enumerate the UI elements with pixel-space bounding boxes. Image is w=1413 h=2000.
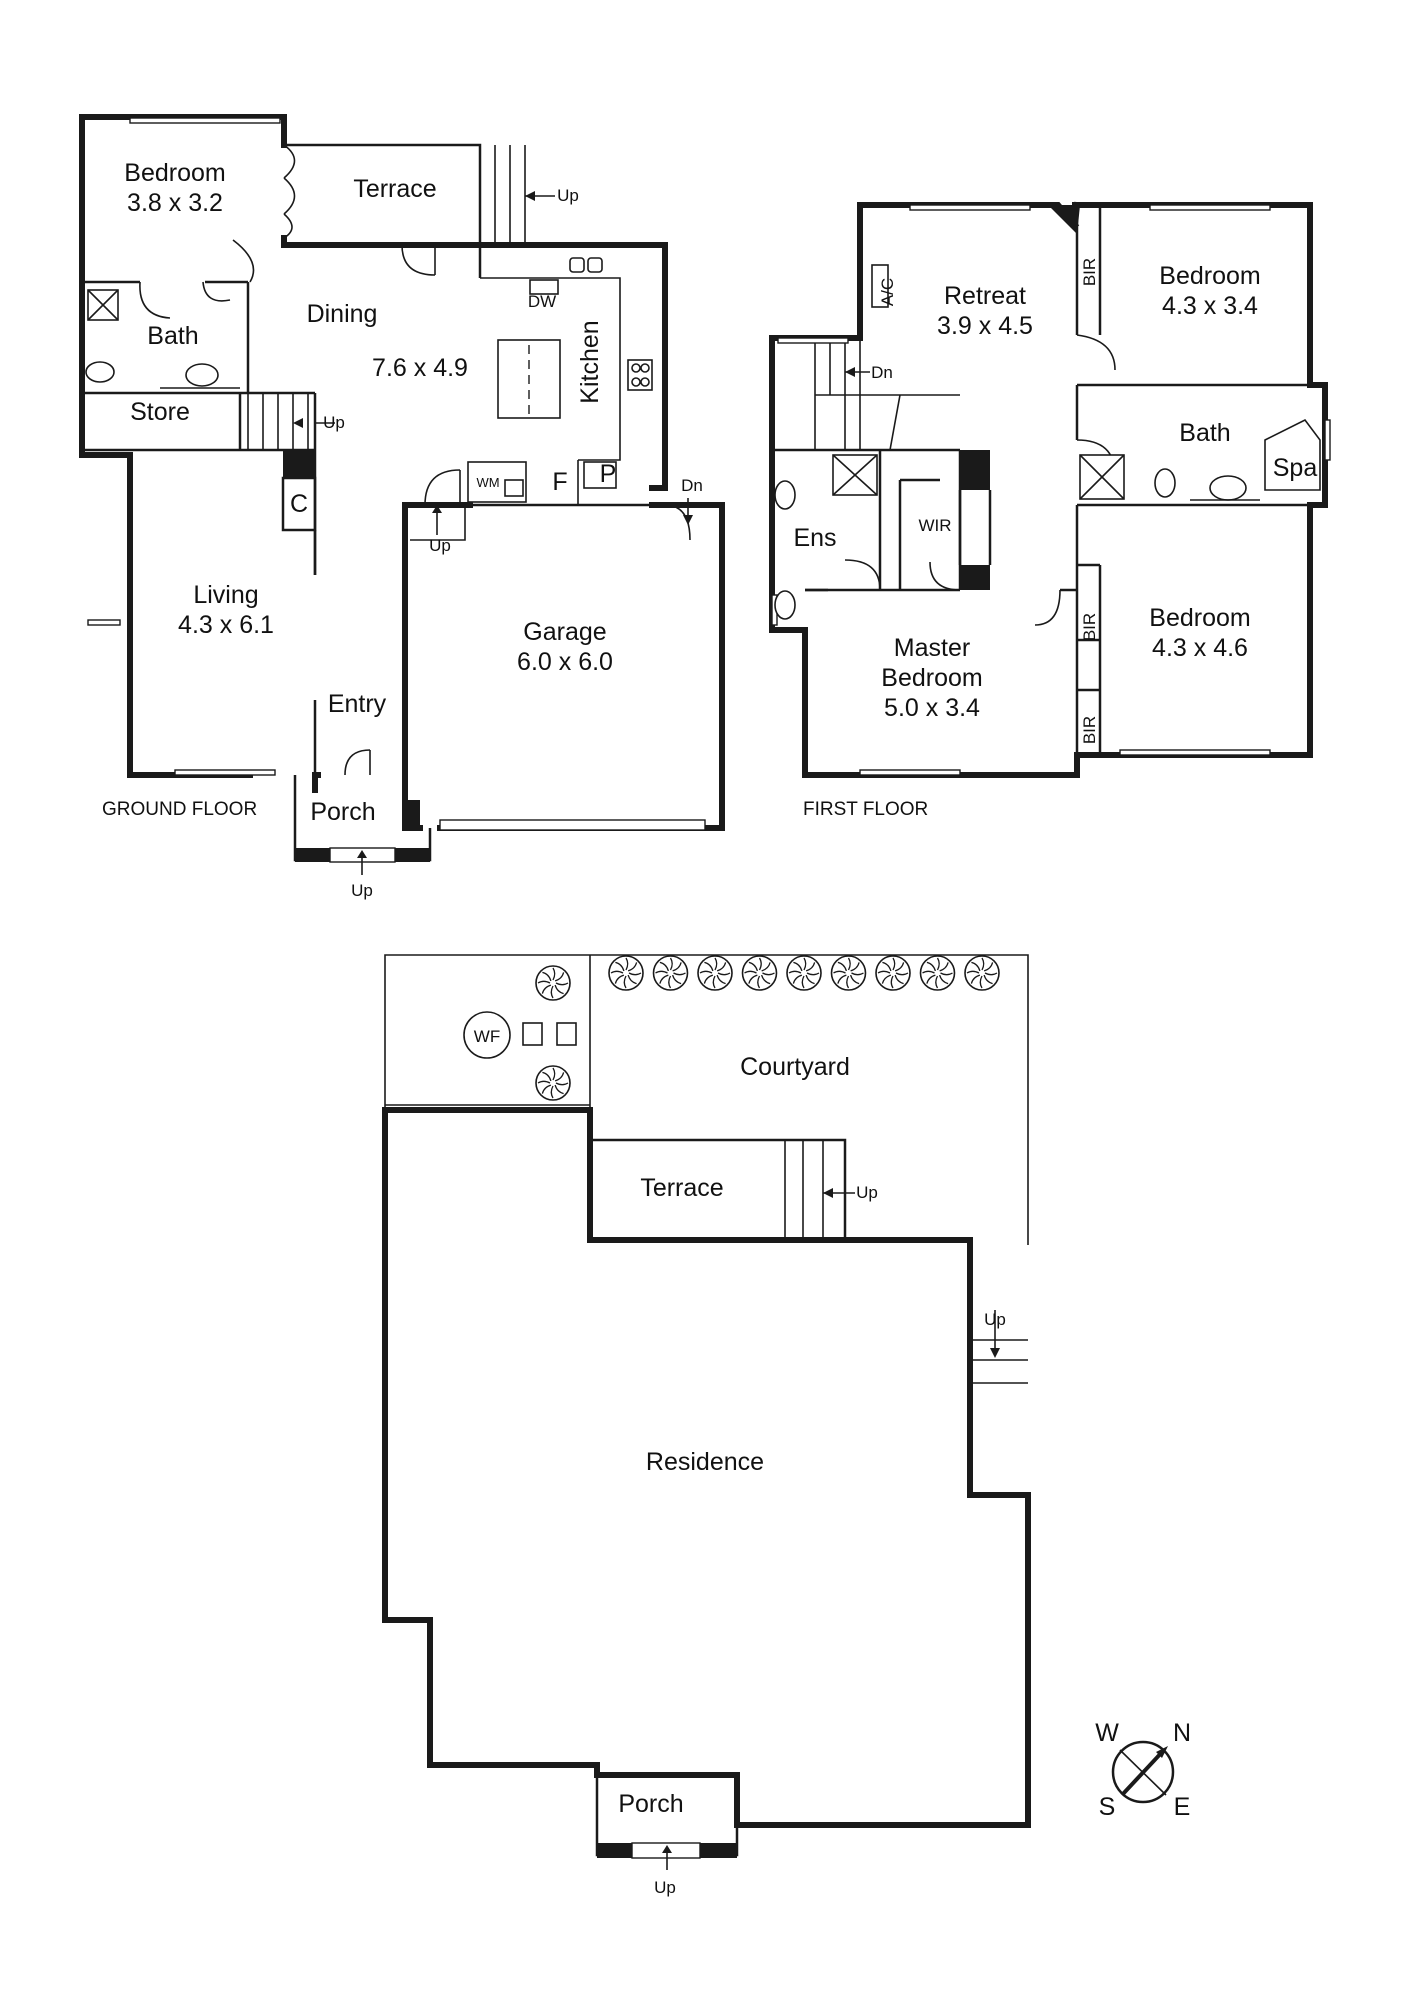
living-name: Living [193,581,258,609]
tree-icon [875,955,911,991]
spa-label: Spa [1273,454,1318,482]
tree-icon [535,965,571,1001]
wood-fire-label: WF [474,1027,500,1046]
garage-name: Garage [523,618,606,646]
tree-icon [535,1065,571,1101]
compass-icon [1111,1740,1175,1804]
master-name-line2: Bedroom [881,664,982,692]
ground-stair-up-label: Up [323,413,345,432]
site-terrace-up-label: Up [856,1183,878,1202]
tree-icon [786,955,822,991]
ground-terrace-up-label: Up [557,186,579,205]
dishwasher-label: DW [528,292,556,311]
garage-down-label: Dn [681,476,703,495]
ensuite-label: Ens [793,524,836,552]
first-bath-label: Bath [1179,419,1230,447]
compass-west-label: W [1095,1719,1119,1747]
residence-label: Residence [646,1448,764,1476]
first-bedroom2-name: Bedroom [1149,604,1250,632]
bir-label-1: BIR [1080,258,1099,286]
retreat-size: 3.9 x 4.5 [937,312,1033,340]
master-name-line1: Master [894,634,970,662]
site-side-up-label: Up [984,1310,1006,1329]
porch-up-label: Up [351,881,373,900]
ground-bath-label: Bath [147,322,198,350]
first-bedroom1-name: Bedroom [1159,262,1260,290]
entry-label: Entry [328,690,387,718]
cupboard-label: C [290,490,308,518]
ground-porch-label: Porch [310,798,375,826]
bir-label-3: BIR [1080,716,1099,744]
ac-label: A/C [878,278,897,306]
first-bedroom2-size: 4.3 x 4.6 [1152,634,1248,662]
ground-bedroom-name: Bedroom [124,159,225,187]
tree-icon [697,955,733,991]
tree-icon [741,955,778,991]
pantry-label: P [600,460,617,488]
tree-icon [919,955,956,991]
first-stair-dn-label: Dn [871,363,893,382]
tree-icon [652,955,689,991]
dining-name: Dining [307,300,378,328]
tree-icon [608,955,644,991]
bir-label-2: BIR [1080,613,1099,641]
ground-floor-plan [79,114,725,875]
first-bedroom1-size: 4.3 x 3.4 [1162,292,1258,320]
ground-bedroom-size: 3.8 x 3.2 [127,189,223,217]
dining-size: 7.6 x 4.9 [372,354,468,382]
first-floor-plan [769,201,1331,778]
tree-icon [964,955,1000,991]
compass-south-label: S [1099,1793,1116,1821]
fridge-label: F [552,468,567,496]
site-plan [382,954,1031,1870]
site-porch-up-label: Up [654,1878,676,1897]
living-size: 4.3 x 6.1 [178,611,274,639]
retreat-name: Retreat [944,282,1026,310]
tree-icon [830,955,867,991]
garage-step-up-label: Up [429,536,451,555]
compass-east-label: E [1174,1793,1191,1821]
tree-row [535,955,1000,1101]
washing-machine-label: WM [476,475,499,490]
store-label: Store [130,398,190,426]
master-size: 5.0 x 3.4 [884,694,980,722]
ground-floor-title: GROUND FLOOR [102,799,257,820]
kitchen-label: Kitchen [576,320,604,403]
garage-size: 6.0 x 6.0 [517,648,613,676]
site-porch-label: Porch [618,1790,683,1818]
wir-label: WIR [918,516,951,535]
first-floor-title: FIRST FLOOR [803,799,928,820]
ground-terrace-label: Terrace [353,175,436,203]
compass-north-label: N [1173,1719,1191,1747]
courtyard-label: Courtyard [740,1053,850,1081]
site-terrace-label: Terrace [640,1174,723,1202]
